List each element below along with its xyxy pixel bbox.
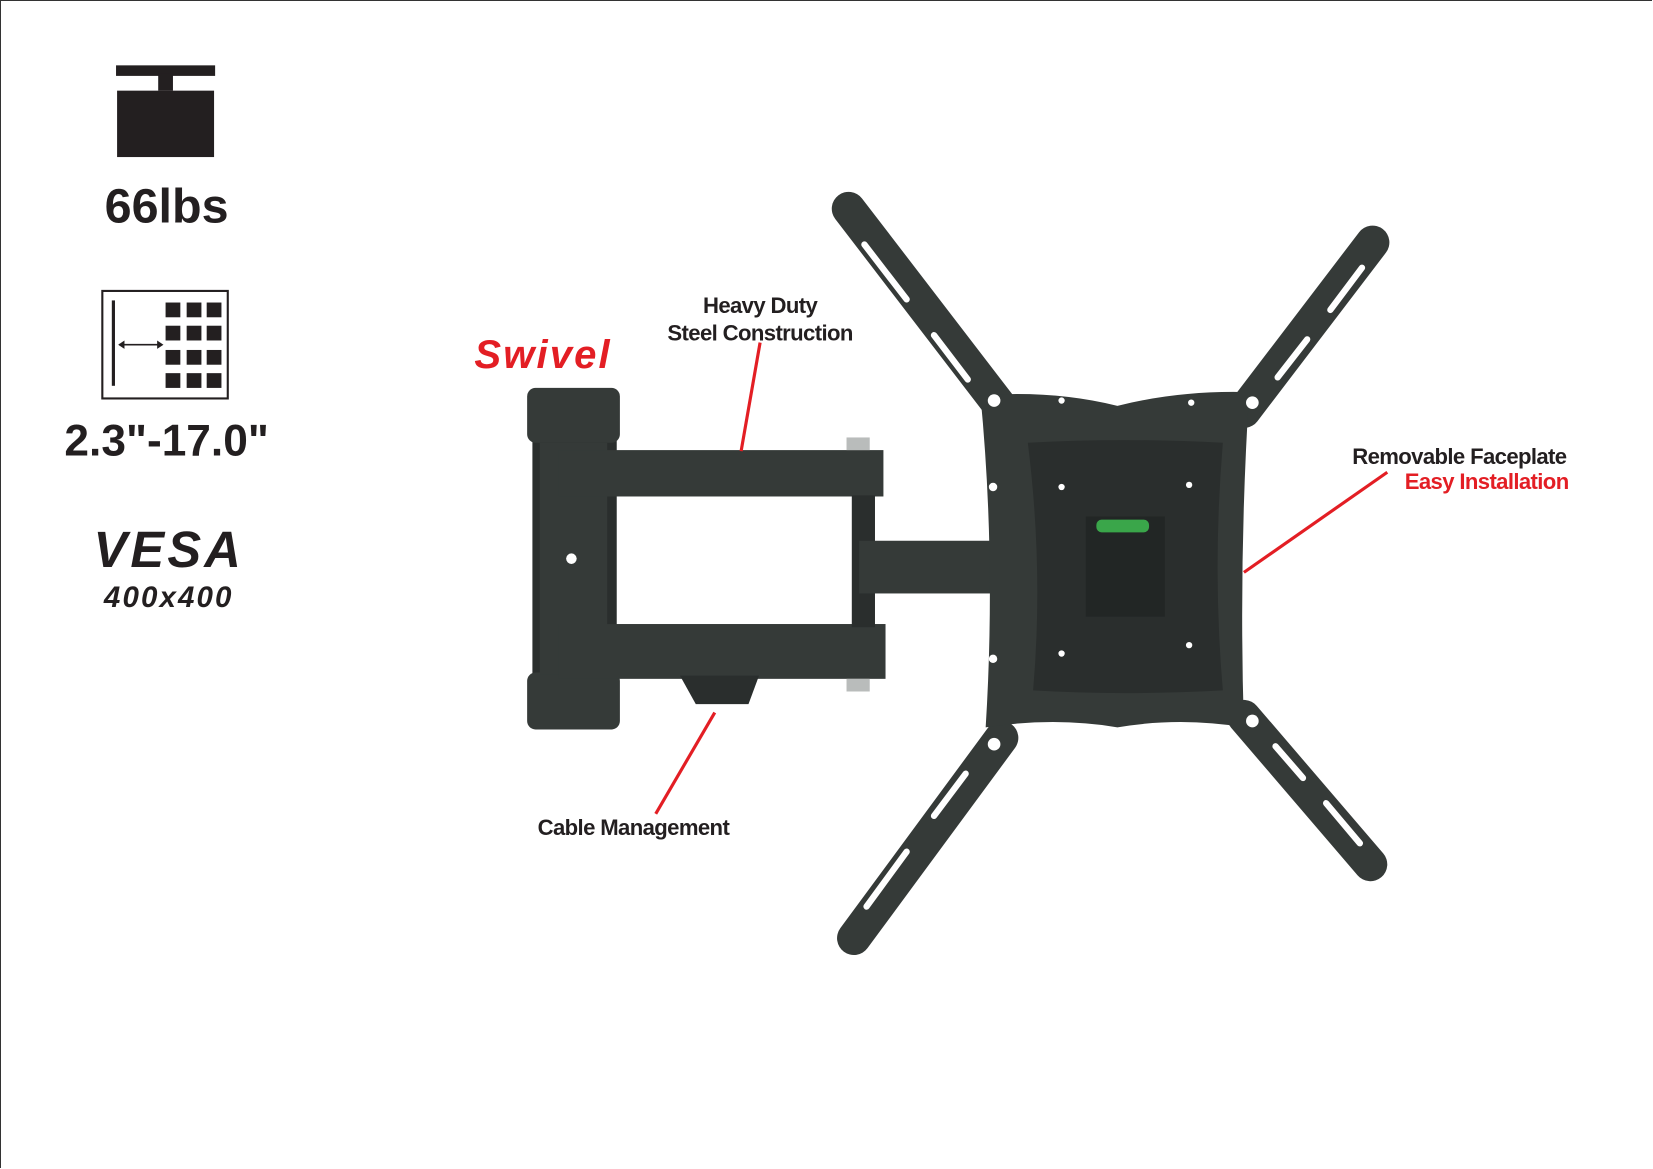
swivel-callout: Swivel <box>474 333 611 377</box>
heavy-duty-leader-line <box>739 342 762 452</box>
cable-management-callout: Cable Management <box>538 815 731 840</box>
weight-capacity: 66lbs <box>105 179 229 233</box>
faceplate-callout-line2: Easy Installation <box>1405 469 1569 494</box>
vesa-label: VESA <box>94 521 244 578</box>
wall-distance-icon <box>101 289 229 400</box>
faceplate-leader-line <box>1243 470 1389 574</box>
cable-management-leader-line <box>654 711 717 815</box>
faceplate-callout-line1: Removable Faceplate <box>1352 444 1567 469</box>
tv-mount-illustration <box>527 191 1390 956</box>
vesa-size: 400x400 <box>103 581 234 614</box>
heavy-duty-callout-line1: Heavy Duty <box>703 293 819 318</box>
wall-distance-range: 2.3"-17.0" <box>64 416 268 465</box>
weight-icon <box>116 65 216 158</box>
heavy-duty-callout-line2: Steel Construction <box>667 320 852 345</box>
